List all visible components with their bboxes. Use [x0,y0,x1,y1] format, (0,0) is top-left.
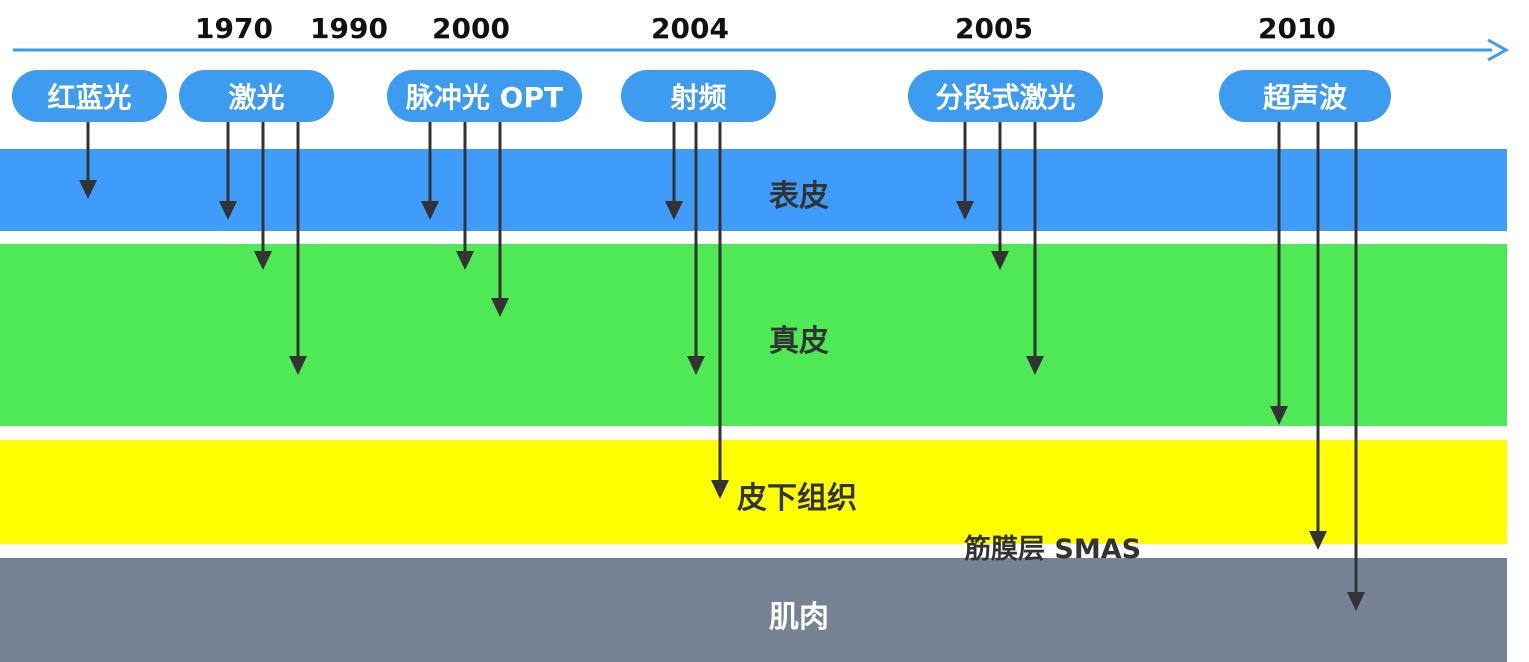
label-subcutaneous: 皮下组织 [737,481,857,516]
tech-radiofrequency: 射频 [621,70,776,122]
year-2000: 2000 [432,12,510,45]
arrow-red-blue-light [79,122,97,199]
arrow-ipl-3 [491,122,509,317]
arrow-rf-2 [687,122,705,375]
year-2005: 2005 [955,12,1033,45]
arrow-laser-2 [254,122,272,270]
tech-ipl-opt: 脉冲光 OPT [387,70,582,122]
arrow-rf-3 [711,122,729,499]
layer-dermis [0,244,1507,426]
year-1990: 1990 [310,12,388,45]
arrow-fractional-1 [956,122,974,220]
tech-ultrasound: 超声波 [1219,70,1391,122]
tech-laser: 激光 [179,70,334,122]
label-dermis: 真皮 [769,324,829,359]
label-muscle: 肌肉 [769,600,829,635]
arrow-laser-3 [289,122,307,375]
label-smas: 筋膜层 SMAS [964,534,1142,565]
arrow-ultrasound-1 [1270,122,1288,425]
layer-subcutaneous [0,440,1507,544]
tech-red-blue-light: 红蓝光 [12,70,167,122]
arrow-fractional-3 [1026,122,1044,375]
timeline-axis [13,38,1510,62]
arrow-fractional-2 [991,122,1009,270]
layer-epidermis [0,149,1507,231]
arrow-laser-1 [219,122,237,220]
year-2010: 2010 [1258,12,1336,45]
label-epidermis: 表皮 [769,179,829,214]
arrow-ultrasound-3 [1347,122,1365,611]
layer-muscle [0,558,1507,662]
arrow-ipl-2 [456,122,474,270]
arrow-ipl-1 [421,122,439,220]
arrow-rf-1 [665,122,683,220]
year-2004: 2004 [651,12,729,45]
year-1970: 1970 [195,12,273,45]
arrow-ultrasound-2 [1309,122,1327,550]
tech-fractional-laser: 分段式激光 [908,70,1103,122]
